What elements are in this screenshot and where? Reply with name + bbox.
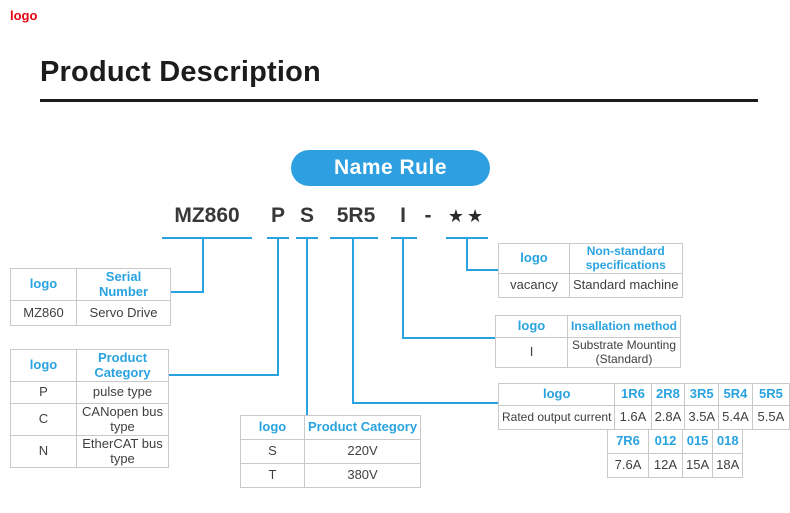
underline-5r5 bbox=[330, 237, 378, 239]
connector-p-vertical bbox=[277, 239, 279, 376]
current-value: 2.8A bbox=[650, 405, 686, 430]
current-code: 1R6 bbox=[614, 383, 652, 406]
nonstandard-table: logo Non-standard specifications vacancy… bbox=[498, 243, 683, 298]
current-code: 012 bbox=[648, 429, 683, 454]
rated-current-table-extra: 7R6 012 015 018 7.6A 12A 15A 18A bbox=[607, 429, 744, 478]
model-token-serial: MZ860 bbox=[174, 204, 240, 227]
table-cell: T bbox=[240, 463, 305, 488]
current-value: 18A bbox=[712, 453, 744, 478]
table-cell: 220V bbox=[303, 439, 422, 464]
underline-stars bbox=[446, 237, 488, 239]
connector-stars-vertical bbox=[466, 239, 468, 271]
current-value: 1.6A bbox=[614, 405, 652, 430]
rated-current-row-label: Rated output current bbox=[497, 405, 616, 430]
installation-header-title: Insallation method bbox=[566, 315, 682, 338]
product-category-header-logo: logo bbox=[10, 348, 77, 383]
installation-header-logo: logo bbox=[495, 315, 568, 338]
installation-table: logo Insallation method I Substrate Moun… bbox=[495, 315, 682, 368]
model-token-current: 5R5 bbox=[336, 204, 376, 227]
title-underline bbox=[40, 99, 758, 102]
serial-number-table: logo Serial Number MZ860 Servo Drive bbox=[10, 267, 171, 327]
table-cell: Standard machine bbox=[569, 273, 683, 298]
table-cell: pulse type bbox=[76, 381, 169, 405]
table-cell: vacancy bbox=[498, 273, 570, 298]
connector-serial-vertical bbox=[202, 239, 204, 292]
nonstandard-header-title: Non-standard specifications bbox=[569, 243, 683, 274]
voltage-header-logo: logo bbox=[240, 415, 305, 440]
table-cell: EtherCAT bus type bbox=[76, 435, 169, 469]
current-value: 5.4A bbox=[718, 405, 753, 430]
table-cell: N bbox=[10, 435, 77, 469]
voltage-table: logo Product Category S 220V T 380V bbox=[240, 415, 422, 488]
connector-i-horizontal bbox=[402, 337, 496, 339]
table-cell: P bbox=[10, 381, 77, 405]
table-cell: 380V bbox=[303, 463, 422, 488]
model-token-installation: I bbox=[400, 204, 406, 227]
current-value: 15A bbox=[681, 453, 714, 478]
underline-i bbox=[391, 237, 417, 239]
model-token-dash: - bbox=[424, 204, 432, 227]
table-cell: I bbox=[495, 337, 568, 368]
current-code: 018 bbox=[712, 429, 744, 454]
current-code: 7R6 bbox=[607, 429, 649, 454]
connector-5r5-horizontal bbox=[352, 402, 498, 404]
model-token-stars: ★★ bbox=[447, 206, 487, 226]
product-category-table: logo Product Category P pulse type C CAN… bbox=[10, 348, 169, 469]
rated-current-header-logo: logo bbox=[497, 383, 616, 406]
model-token-product-category: P bbox=[270, 204, 286, 227]
connector-serial-horizontal bbox=[170, 291, 204, 293]
serial-header-title: Serial Number bbox=[76, 267, 171, 302]
watermark-logo: logo bbox=[10, 8, 38, 23]
current-code: 3R5 bbox=[684, 383, 720, 406]
current-code: 015 bbox=[681, 429, 714, 454]
table-cell: CANopen bus type bbox=[76, 403, 169, 437]
connector-p-horizontal bbox=[169, 374, 279, 376]
connector-5r5-vertical bbox=[352, 239, 354, 404]
connector-stars-horizontal bbox=[466, 269, 499, 271]
table-cell: C bbox=[10, 403, 77, 437]
underline-serial bbox=[162, 237, 252, 239]
current-value: 12A bbox=[648, 453, 683, 478]
connector-s-vertical bbox=[306, 239, 308, 415]
table-cell: Servo Drive bbox=[76, 300, 171, 327]
product-category-header-title: Product Category bbox=[76, 348, 169, 383]
underline-s bbox=[296, 237, 318, 239]
name-rule-badge: Name Rule bbox=[291, 150, 490, 186]
serial-header-logo: logo bbox=[10, 267, 77, 302]
table-cell: S bbox=[240, 439, 305, 464]
nonstandard-header-logo: logo bbox=[498, 243, 570, 274]
page-title: Product Description bbox=[40, 56, 321, 88]
rated-current-table: logo 1R6 2R8 3R5 5R4 5R5 Rated output cu… bbox=[497, 383, 790, 430]
connector-i-vertical bbox=[402, 239, 404, 339]
model-token-voltage: S bbox=[299, 204, 315, 227]
current-code: 2R8 bbox=[650, 383, 686, 406]
current-code: 5R4 bbox=[718, 383, 753, 406]
underline-p bbox=[267, 237, 289, 239]
current-value: 5.5A bbox=[751, 405, 790, 430]
current-value: 7.6A bbox=[607, 453, 649, 478]
voltage-header-title: Product Category bbox=[303, 415, 422, 440]
table-cell: MZ860 bbox=[10, 300, 77, 327]
current-code: 5R5 bbox=[751, 383, 790, 406]
current-value: 3.5A bbox=[684, 405, 720, 430]
table-cell: Substrate Mounting (Standard) bbox=[566, 337, 682, 368]
